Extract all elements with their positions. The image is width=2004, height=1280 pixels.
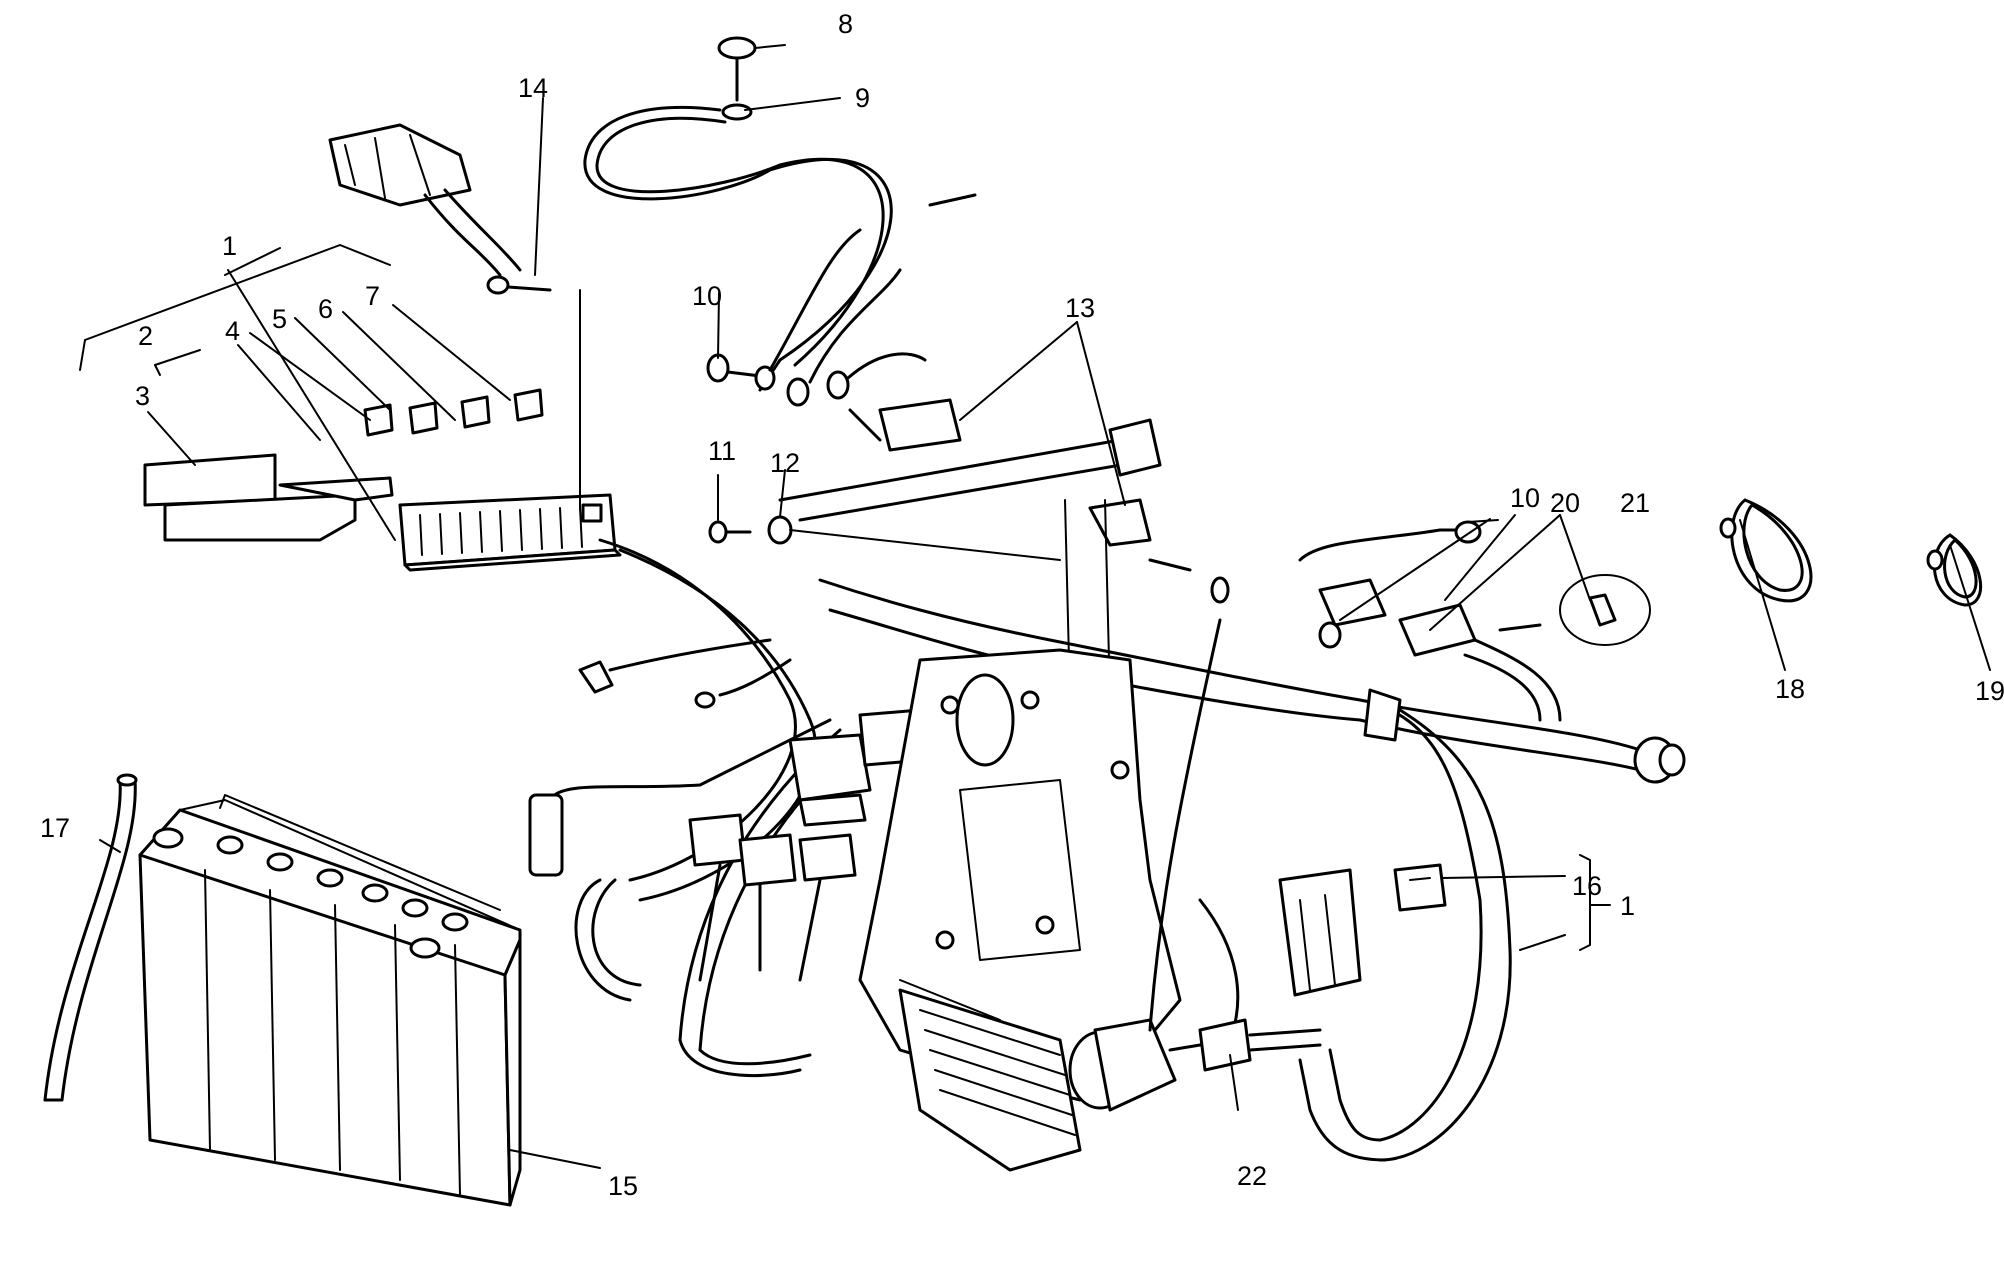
connector-block: [1298, 520, 1651, 722]
ground-cable: [583, 36, 977, 392]
callout-10b: 10: [1510, 483, 1540, 513]
callout-6: 6: [318, 294, 333, 324]
callout-13: 13: [1065, 293, 1095, 323]
callout-12: 12: [770, 448, 800, 478]
callout-7: 7: [365, 281, 380, 311]
callout-5: 5: [272, 304, 287, 334]
callout-8: 8: [838, 9, 853, 39]
nuts: [708, 515, 1061, 561]
callout-19: 19: [1975, 676, 2004, 706]
callout-4: 4: [225, 316, 240, 346]
callout-17: 17: [40, 813, 70, 843]
battery-cables: [706, 228, 962, 452]
callout-1b: 1: [1620, 891, 1635, 921]
callout-11: 11: [708, 436, 736, 466]
fuse-box-cover: [143, 453, 394, 542]
leader-lines: [79, 44, 1991, 1169]
callout-20: 20: [1550, 488, 1580, 518]
voltage-regulator: [898, 988, 1082, 1172]
cable-tie: [1719, 498, 1813, 603]
callout-2: 2: [138, 321, 153, 351]
frame-bracket: [778, 418, 1192, 701]
breather-hose: [43, 773, 138, 1102]
callout-22: 22: [1237, 1161, 1267, 1191]
callout-21: 21: [1620, 488, 1650, 518]
connector: [1198, 868, 1362, 1072]
spare-fuse: [1393, 863, 1447, 912]
callout-labels: 1 1 2 3 4 5 6 7 8 9 10 10 11 12 13 14 15…: [40, 9, 2004, 1201]
multi-pin-connector: [328, 123, 522, 277]
callout-10a: 10: [692, 281, 722, 311]
callout-14: 14: [518, 73, 548, 103]
main-harness: [598, 538, 1686, 1162]
callout-9: 9: [855, 83, 870, 113]
callout-18: 18: [1775, 674, 1805, 704]
screw: [486, 275, 581, 511]
fuse-box: [398, 493, 622, 572]
callout-16: 16: [1572, 871, 1602, 901]
starter-solenoid: [1068, 576, 1240, 1112]
relays: [688, 708, 927, 982]
battery: [138, 794, 522, 1207]
callout-3: 3: [135, 381, 150, 411]
fuses: [363, 388, 544, 437]
cable-tie-small: [1926, 533, 1982, 607]
callout-15: 15: [608, 1171, 638, 1201]
callout-1a: 1: [222, 231, 237, 261]
